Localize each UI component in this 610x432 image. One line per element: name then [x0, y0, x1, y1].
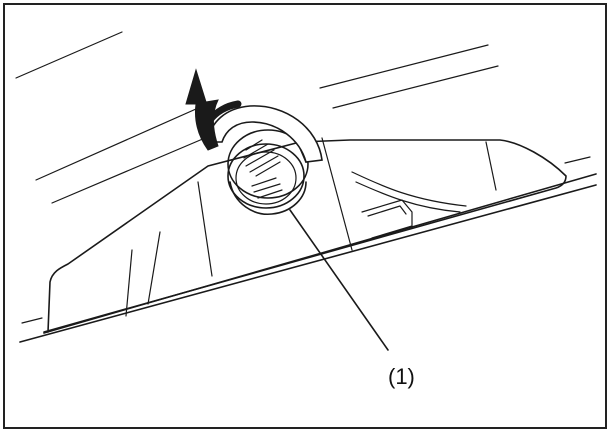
background-lines [15, 31, 591, 324]
callout-leader-line [289, 209, 389, 351]
mirror-base-housing [43, 137, 567, 333]
diagram-frame [3, 3, 607, 429]
rotating-cap [227, 129, 317, 215]
rotation-arrow-icon [185, 68, 323, 163]
cap-hatching [243, 139, 283, 199]
callout-label-1: (1) [388, 364, 415, 389]
